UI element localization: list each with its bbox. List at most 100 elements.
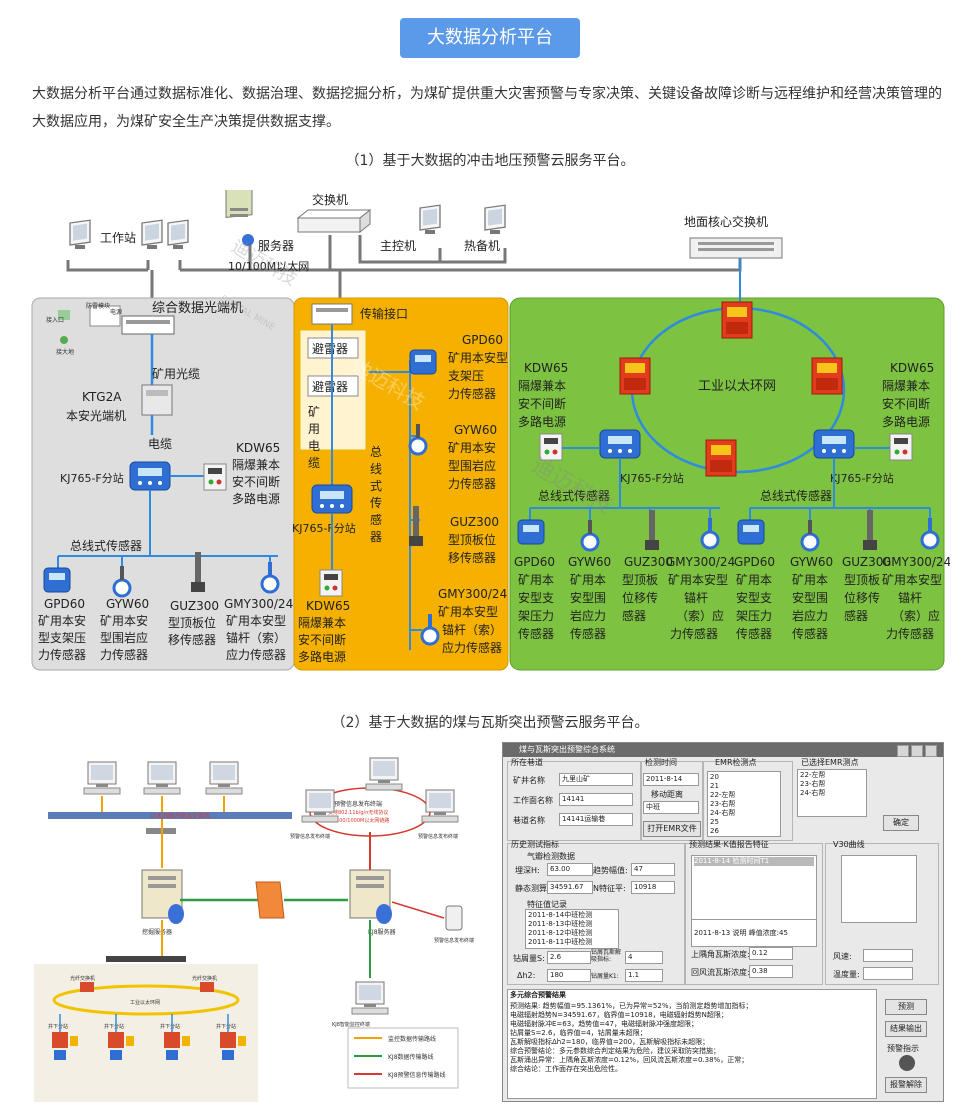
forecast-row-highlight[interactable]: 2011-8-14 检测时间T1 [694, 857, 814, 866]
sensor-label: GPD60 [734, 555, 775, 569]
switch-icon [296, 208, 372, 234]
forecast-row[interactable]: 2011-8-13 说明 峰值浓度:45 [694, 929, 788, 937]
sensor-label: 矿用本 [518, 573, 554, 587]
gas-label: 上隅角瓦斯浓度: [691, 950, 750, 959]
sensor-label: 矿用本 [736, 573, 772, 587]
gas-warning-window: 煤与瓦斯突出预警综合系统 所在巷道 矿井名称 九里山矿 工作面名称 14141 … [502, 742, 944, 1102]
record-list-item[interactable]: 2011-8-12中班检测 [528, 929, 593, 937]
sensor-label: GPD60 [462, 333, 503, 347]
face-select[interactable]: 14141 [559, 793, 633, 806]
station-label: KJ765-F分站 [60, 471, 124, 485]
sensor-label: （索）应 [892, 608, 940, 623]
group-title: 已选择EMR测点 [801, 758, 859, 767]
q-label: 钻屑量S: [513, 954, 545, 963]
bus-label: 总线式传感器 [760, 488, 832, 503]
face-label: 工作面名称 [513, 796, 553, 805]
k1-field[interactable]: 180 [547, 969, 591, 982]
mine-select[interactable]: 九里山矿 [559, 773, 633, 786]
page-title-button[interactable]: 大数据分析平台 [400, 18, 580, 58]
sensor-label: GYW60 [106, 597, 149, 611]
result-line: 综合结论：工作面存在突出危险性。 [510, 1065, 622, 1073]
substation-label: 井下分站 [216, 1023, 236, 1030]
emr-list-item[interactable]: 20 [710, 773, 719, 781]
kdw65-label: KDW65 [236, 441, 280, 455]
result-panel: 多元综合预警结果 预测结果: 趋势幅值=95.1361%，已为异常=52%，当前… [507, 989, 877, 1099]
maximize-button[interactable] [911, 745, 923, 757]
emr-list-item[interactable]: 22-左帮 [710, 791, 736, 799]
intro-paragraph: 大数据分析平台通过数据标准化、数据治理、数据挖掘分析，为煤矿提供重大灾害预警与专… [32, 86, 942, 130]
emr-list-item[interactable]: 26 [710, 827, 719, 835]
core-switch-icon [106, 956, 186, 962]
svg-text:KJ8数据传输路线: KJ8数据传输路线 [388, 1053, 434, 1061]
cable-v-label: 用 [308, 422, 320, 436]
fiber-switch-icon [200, 982, 214, 992]
date-select[interactable]: 2011-8-14 [643, 773, 699, 786]
bus-v-label: 线 [370, 462, 382, 476]
dh-field[interactable]: 4 [625, 951, 663, 964]
export-button[interactable]: 结果输出 [885, 1021, 927, 1037]
k1b-field[interactable]: 1.1 [625, 969, 663, 982]
cable-v-label: 电 [308, 439, 320, 453]
kj8-server-icon [349, 869, 393, 925]
minimize-button[interactable] [897, 745, 909, 757]
sensor-label: GUZ300 [842, 555, 891, 569]
station-icon [599, 429, 641, 459]
server-label: 服务器 [258, 238, 294, 253]
emr-list-item[interactable]: 27 [710, 836, 778, 837]
mean-field[interactable]: 10918 [631, 881, 675, 894]
wind-field[interactable] [863, 949, 913, 962]
confirm-button[interactable]: 确定 [883, 815, 919, 831]
gpd60-icon [517, 519, 545, 545]
group-title: 历史测试指标 [511, 840, 559, 849]
record-list-item[interactable]: 2011-8-11中班检测 [528, 938, 593, 946]
kdw65-label: 安不间断 [298, 632, 346, 647]
emr-selected-item[interactable]: 22-左帮 [800, 771, 826, 779]
bus-v-label: 器 [370, 530, 382, 544]
clear-alarm-button[interactable]: 报警解除 [885, 1077, 927, 1093]
ktg2a-label: 本安光端机 [66, 408, 126, 423]
sensor-label: GPD60 [514, 555, 555, 569]
shift-select[interactable]: 中班 [643, 801, 699, 814]
dh-label: 钻屑瓦斯解吸指标: [591, 949, 622, 963]
ktg2a-icon [141, 384, 173, 416]
kdw65-label: KDW65 [524, 361, 568, 375]
depth-field[interactable]: 63.00 [547, 863, 593, 876]
subgroup-title: 气瓣检测数据 [527, 852, 575, 861]
record-list-item[interactable]: 2011-8-13中班检测 [528, 920, 593, 928]
gas2-field[interactable]: 0.38 [749, 965, 793, 978]
road-select[interactable]: 14141运输巷 [559, 813, 633, 826]
open-emr-button[interactable]: 打开EMR文件 [643, 821, 701, 837]
n-field[interactable]: 34591.67 [547, 881, 593, 894]
phone-icon [445, 905, 463, 931]
sensor-label: 锚杆 [898, 590, 922, 605]
emr-selected-item[interactable]: 24-右帮 [800, 789, 826, 797]
sensor-label: 岩应力 [792, 608, 828, 623]
q-field[interactable]: 2.6 [547, 951, 591, 964]
predict-button[interactable]: 预测 [885, 999, 927, 1015]
lightning-label: 避雷器 [312, 380, 348, 394]
gas-field[interactable]: 0.12 [749, 947, 793, 960]
emr-list-item[interactable]: 23-右帮 [710, 800, 736, 808]
gpd60-icon [737, 519, 765, 545]
temp-field[interactable] [863, 967, 913, 980]
group-location [507, 761, 641, 841]
emr-list-item[interactable]: 25 [710, 818, 719, 826]
emr-list-item[interactable]: 24-右帮 [710, 809, 736, 817]
kdw65-label: 安不间断 [882, 396, 930, 411]
k1-label: Δh2: [517, 971, 536, 980]
pub-label: 预警信息发布终端 [418, 833, 458, 840]
sensor-label: 锚杆（索） [226, 630, 286, 645]
emr-list-item[interactable]: 21 [710, 782, 719, 790]
sensor-label: 应力传感器 [226, 647, 286, 662]
sensor-label: GYW60 [568, 555, 611, 569]
trend-field[interactable]: 47 [631, 863, 675, 876]
sensor-label: GUZ300 [624, 555, 673, 569]
record-list-item[interactable]: 2011-8-14中班检测 [528, 911, 593, 919]
emr-selected-item[interactable]: 23-右帮 [800, 780, 826, 788]
legend: 监控数据传输路线 KJ8数据传输路线 KJ8预警信息传输路线 [347, 1027, 459, 1089]
close-button[interactable] [925, 745, 937, 757]
workstation-label: 工作站 [100, 231, 136, 245]
